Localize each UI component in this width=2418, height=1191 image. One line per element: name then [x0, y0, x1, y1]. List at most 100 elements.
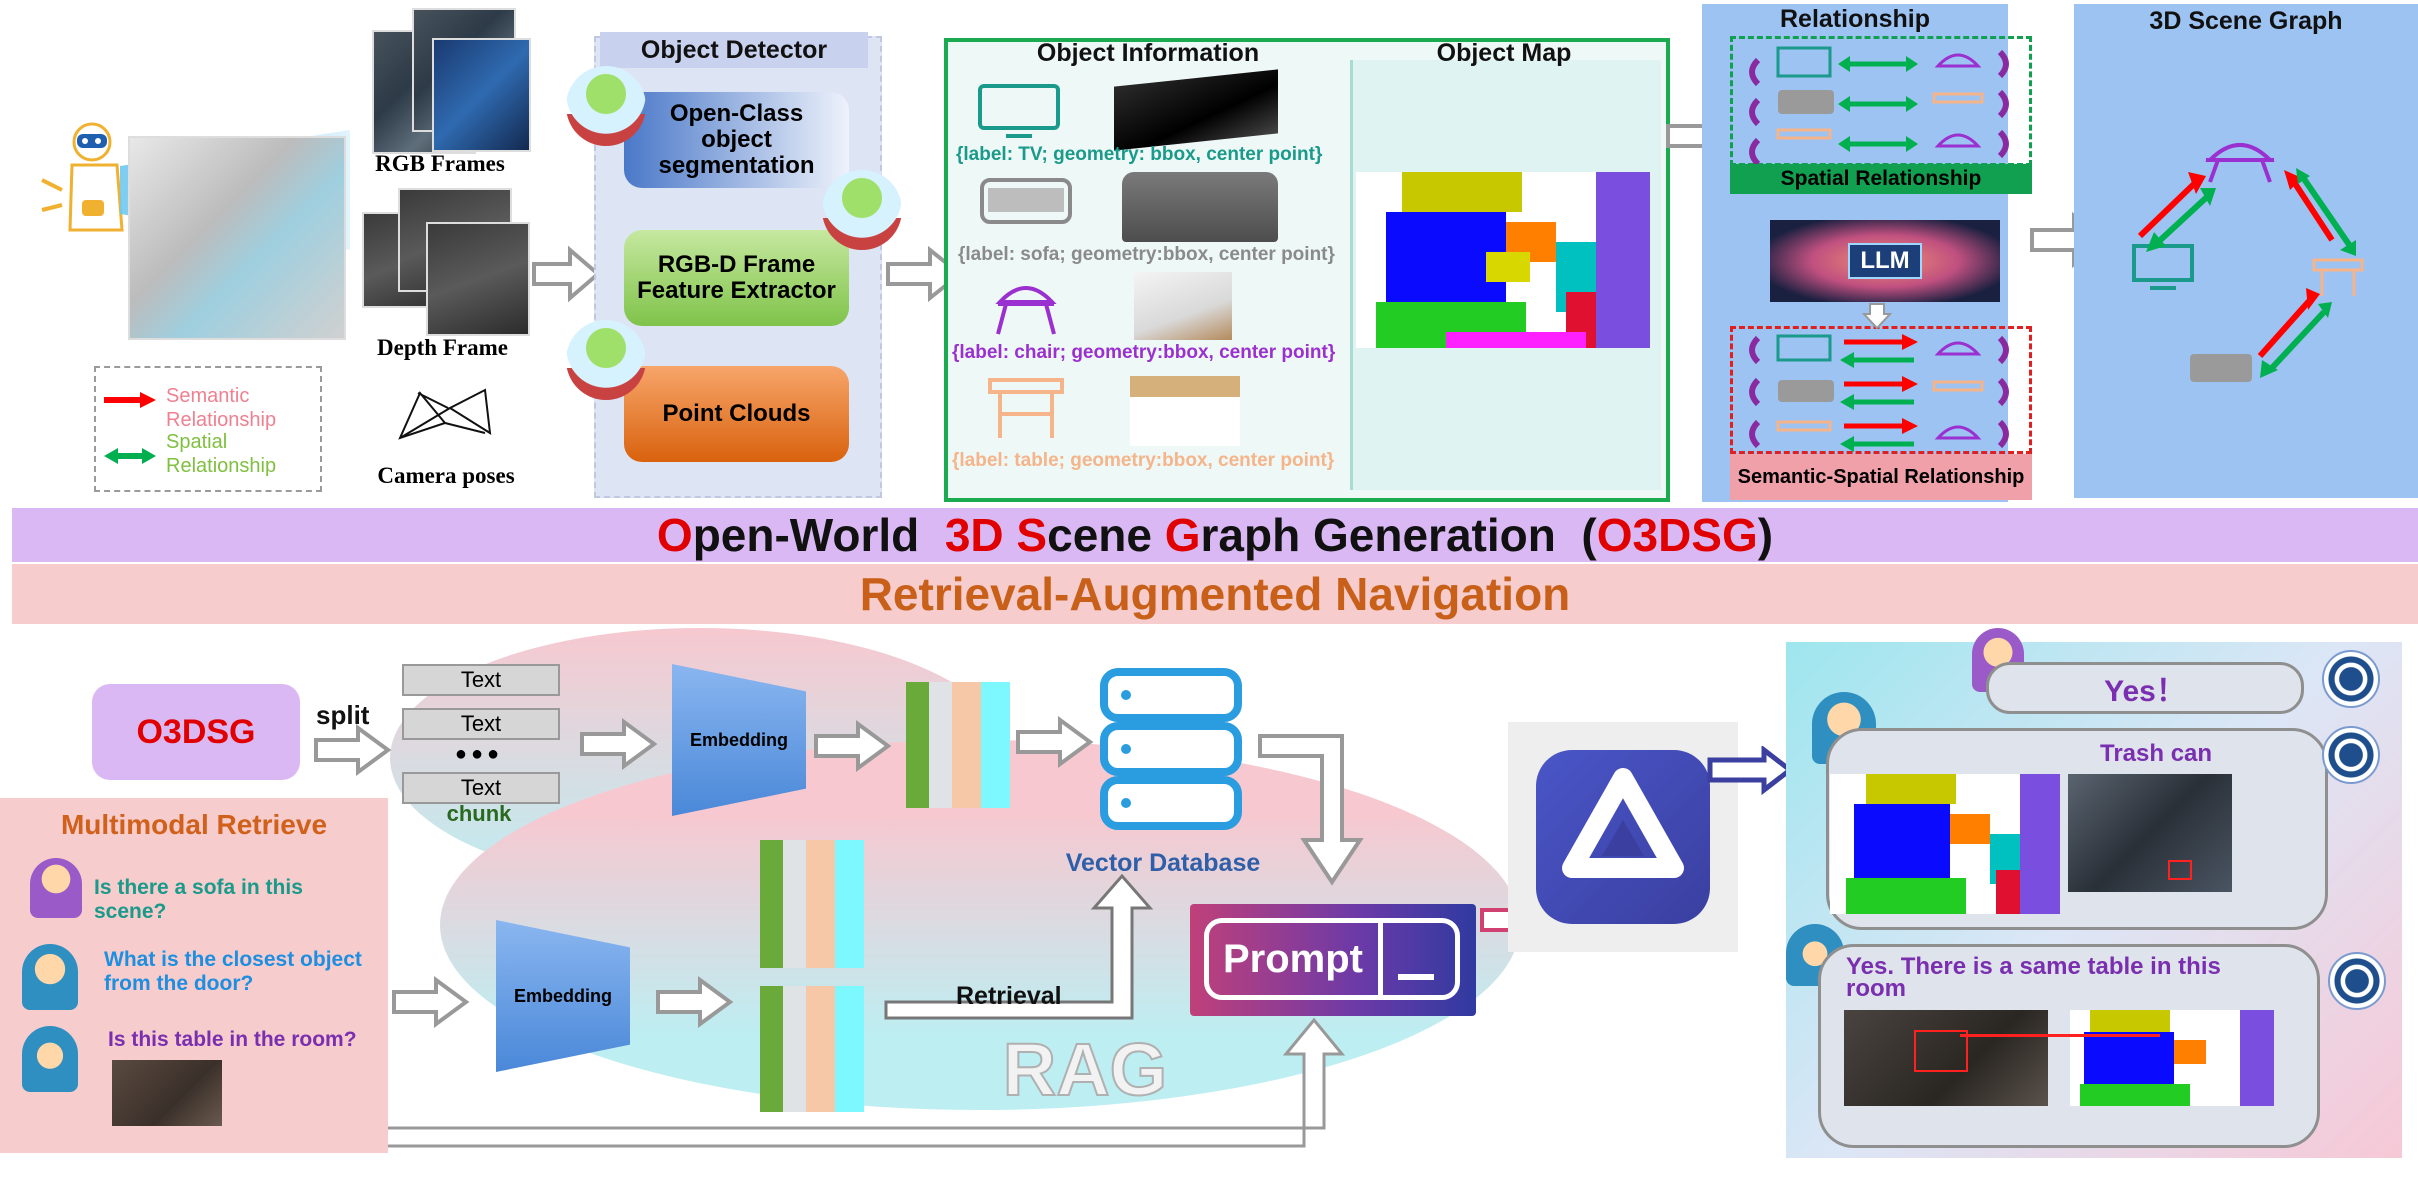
- prompt-divider: [1378, 918, 1383, 1000]
- legend-semantic-label: Semantic Relationship: [166, 385, 277, 431]
- camera-poses-icon: [398, 388, 492, 440]
- question-sofa: Is there a sofa in this scene?: [94, 876, 303, 923]
- flow-arrow: [580, 718, 658, 770]
- answer-room-photo: [2068, 774, 2232, 892]
- prompt-label: Prompt: [1223, 936, 1363, 981]
- flow-arrow: [1258, 734, 1364, 886]
- semantic-relation-rows: [1749, 334, 2009, 452]
- answer-table-photo: [1844, 1010, 2048, 1106]
- o3dsg-banner: Open-World 3D Scene Graph Generation (O3…: [12, 508, 2418, 562]
- user-avatar: [30, 858, 82, 918]
- question-table: Is this table in the room?: [108, 1028, 357, 1051]
- ran-banner: Retrieval-Augmented Navigation: [12, 564, 2418, 624]
- legend: Semantic Relationship Spatial Relationsh…: [94, 366, 322, 492]
- answer-table-label: Yes. There is a same table in this room: [1846, 953, 2221, 1002]
- split-label: split: [316, 700, 370, 730]
- chair-photo: [1134, 272, 1232, 340]
- o3dsg-title-part: cene: [1047, 509, 1165, 561]
- query-vector: [760, 840, 864, 968]
- robot-icon: [22, 120, 132, 250]
- user-avatar: [22, 1026, 78, 1092]
- table-icon: [988, 378, 1064, 438]
- o3dsg-title: Open-World 3D Scene Graph Generation (O3…: [657, 508, 1773, 562]
- flow-arrow: [392, 976, 470, 1028]
- o3dsg-title-part: pen-World: [692, 509, 945, 561]
- object-detector-title: Object Detector: [600, 32, 868, 68]
- semantic-spatial-label: Semantic-Spatial Relationship: [1730, 454, 2032, 500]
- spatial-arrow-icon: [104, 448, 156, 464]
- house-3d-model: [128, 136, 346, 340]
- point-clouds-module: Point Clouds: [624, 366, 849, 462]
- robot-avatar-icon: [2328, 952, 2386, 1010]
- object-info-title: Object Information: [1036, 38, 1260, 67]
- query-embedding-encoder: Embedding: [496, 920, 630, 1072]
- semantic-arrow-icon: [104, 392, 156, 408]
- spatial-relation-rows: [1749, 46, 2009, 164]
- object-map-title: Object Map: [1436, 38, 1572, 67]
- prompt-frame: [1204, 918, 1460, 1000]
- image-to-prompt-arrow: [388, 1017, 1346, 1148]
- flow-arrow: [314, 724, 392, 776]
- o3dsg-title-part: 3D: [944, 509, 1017, 561]
- user-avatar: [22, 944, 78, 1010]
- question-door: What is the closest object from the door…: [104, 948, 362, 995]
- chunk-label: chunk: [446, 801, 512, 826]
- cursor-icon: [1398, 974, 1434, 980]
- o3dsg-title-part: O3DSG: [1596, 509, 1758, 561]
- vector-database-icon: [1100, 668, 1242, 830]
- scene-graph-title: 3D Scene Graph: [2149, 6, 2343, 35]
- robot-avatar-icon: [2322, 650, 2380, 708]
- o3dsg-title-part: G: [1164, 509, 1201, 561]
- rag-label: RAG: [1002, 1027, 1168, 1112]
- o3dsg-box: O3DSG: [92, 684, 300, 780]
- retrieval-arrow: [884, 873, 1154, 1020]
- retrieval-label: Retrieval: [956, 982, 1062, 1010]
- down-arrow: [1862, 303, 1892, 330]
- answer-trash-label: Trash can: [2100, 740, 2213, 767]
- scene-graph-panel: [2074, 4, 2418, 498]
- o3dsg-title-part: raph Generation (: [1200, 509, 1597, 561]
- sofa-icon: [980, 178, 1072, 224]
- embedding-vector: [906, 682, 1010, 808]
- object-text-chair: {label: chair; geometry:bbox, center poi…: [952, 342, 1336, 363]
- spatial-relationship-label: Spatial Relationship: [1730, 164, 2032, 194]
- rgb-frames-label: RGB Frames: [375, 151, 505, 176]
- chair-icon: [995, 286, 1057, 335]
- flow-arrow: [814, 720, 892, 772]
- object-map-image: [1356, 172, 1650, 348]
- o3dsg-title-part: S: [1016, 509, 1048, 561]
- semantic-spatial-box: [1730, 326, 2032, 454]
- text-chunk: Text: [402, 708, 560, 740]
- answer-map-image: [1830, 774, 2060, 914]
- segmentation-module: Open-Class object segmentation: [624, 92, 849, 188]
- flow-arrow: [656, 976, 734, 1028]
- text-chunk: Text: [402, 664, 560, 696]
- answer-table-map: [2070, 1010, 2274, 1106]
- relationship-title: Relationship: [1779, 4, 1930, 33]
- embedding-encoder: Embedding: [672, 664, 806, 816]
- depth-frame: [426, 222, 530, 336]
- book-icon: [566, 66, 646, 146]
- o3dsg-title-part: O: [656, 509, 693, 561]
- rgb-frame: [432, 38, 531, 152]
- flow-arrow: [1707, 746, 1795, 796]
- book-icon: [566, 320, 646, 400]
- robot-avatar-icon: [2322, 726, 2380, 784]
- scene-graph: [2132, 143, 2364, 382]
- ellipsis: ●●●: [454, 742, 504, 765]
- match-line: [1960, 1034, 2160, 1037]
- multimodal-title: Multimodal Retrieve: [60, 809, 328, 840]
- table-photo: [1130, 376, 1240, 446]
- object-text-sofa: {label: sofa; geometry:bbox, center poin…: [958, 244, 1335, 265]
- object-text-tv: {label: TV; geometry: bbox, center point…: [956, 144, 1323, 165]
- text-chunk: Text: [402, 772, 560, 804]
- depth-frame-label: Depth Frame: [377, 335, 508, 360]
- query-vector: [760, 986, 864, 1112]
- sofa-photo: [1122, 172, 1278, 242]
- flow-arrow: [1016, 716, 1094, 768]
- vector-database-label: Vector Database: [1065, 848, 1261, 877]
- model-icon: [1536, 750, 1710, 924]
- query-table-photo: [112, 1060, 222, 1126]
- object-text-table: {label: table; geometry:bbox, center poi…: [952, 450, 1335, 471]
- o3dsg-title-part: ): [1757, 509, 1774, 561]
